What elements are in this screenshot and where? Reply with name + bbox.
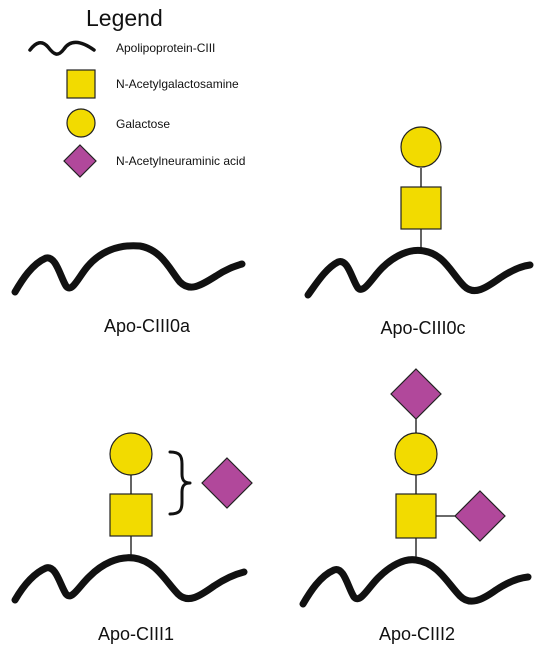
protein-chain-icon [28, 40, 96, 56]
galnac-square [109, 493, 153, 537]
sialic-acid-diamond-branch [454, 490, 506, 542]
panel-caption: Apo-CIII0c [380, 318, 465, 338]
panel-caption: Apo-CIII2 [379, 624, 455, 644]
galnac-square [395, 493, 437, 539]
panel-apo-ciii0c: Apo-CIII0c [304, 126, 534, 338]
diamond-icon [63, 144, 97, 178]
legend: Legend Apolipoprotein-CIII N-Acetylgalac… [28, 5, 245, 178]
protein-chain [304, 246, 534, 299]
panel-apo-ciii2: Apo-CIII2 [299, 368, 532, 644]
legend-label-galactose: Galactose [116, 117, 170, 131]
panel-caption: Apo-CIII1 [98, 624, 174, 644]
curly-brace [168, 450, 192, 516]
panel-apo-ciii1: Apo-CIII1 [11, 432, 253, 644]
sialic-acid-diamond [201, 457, 253, 509]
legend-label-sialic-acid: N-Acetylneuraminic acid [116, 154, 245, 168]
panel-apo-ciii0a: Apo-CIII0a [11, 242, 246, 336]
sialic-acid-diamond-terminal [390, 368, 442, 420]
galactose-circle [109, 432, 153, 476]
galactose-circle [394, 432, 438, 476]
legend-label-apolipoprotein: Apolipoprotein-CIII [116, 41, 215, 55]
galnac-square [400, 186, 442, 230]
protein-chain [299, 556, 532, 608]
circle-icon [66, 108, 96, 138]
panel-caption: Apo-CIII0a [104, 316, 191, 336]
legend-title: Legend [86, 5, 163, 31]
legend-label-galnac: N-Acetylgalactosamine [116, 77, 239, 91]
protein-chain [11, 554, 248, 604]
galactose-circle [400, 126, 442, 168]
square-icon [66, 69, 96, 99]
protein-chain [11, 242, 246, 296]
